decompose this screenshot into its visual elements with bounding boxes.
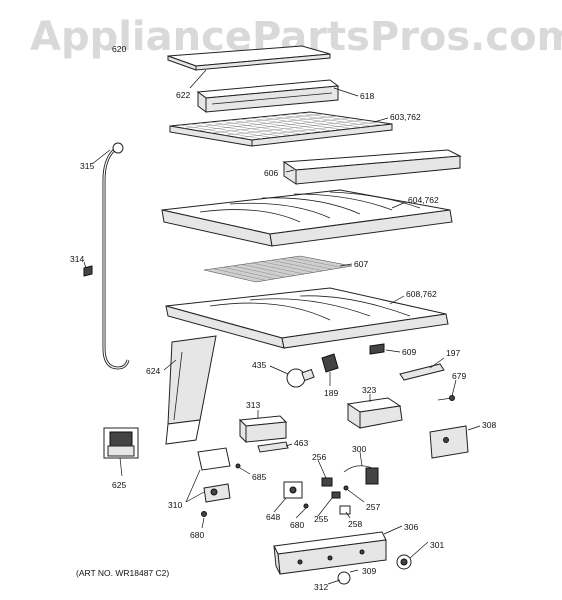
shelf-grid-line (210, 117, 352, 134)
part-463-plate (257, 441, 289, 453)
shelf-grid-line (238, 121, 379, 138)
mesh-line (261, 261, 314, 273)
part-197-strip (399, 363, 445, 381)
label-620: 620 (112, 44, 126, 54)
part-603-shelf (169, 111, 393, 147)
mesh-line (251, 262, 305, 275)
part-310-timer (197, 447, 231, 503)
art-number: (ART NO. WR18487 C2) (76, 568, 169, 578)
part-258-clip (339, 505, 351, 515)
label-606: 606 (264, 168, 278, 178)
part-189-socket (321, 353, 339, 373)
mesh-line (290, 257, 343, 268)
part-256-connector (321, 477, 333, 487)
part-301-knob (396, 554, 412, 570)
label-680-b: 680 (190, 530, 204, 540)
part-306-housing (273, 531, 387, 575)
callout-labels: 620 622 618 603,762 606 315 604,762 314 … (70, 44, 496, 592)
part-608-pan (165, 287, 449, 349)
part-648-switch (283, 481, 303, 499)
part-308-bracket (429, 425, 469, 459)
part-685-screw (235, 463, 241, 469)
label-608: 608,762 (406, 289, 437, 299)
label-435: 435 (252, 360, 266, 370)
shelf-grid-line (224, 119, 365, 136)
part-607-mesh (203, 255, 353, 283)
part-435-bulb (286, 368, 315, 388)
label-463: 463 (294, 438, 308, 448)
part-680-screw-b (201, 511, 207, 517)
label-310: 310 (168, 500, 182, 510)
label-257: 257 (366, 502, 380, 512)
label-607: 607 (354, 259, 368, 269)
label-312: 312 (314, 582, 328, 592)
part-622-frame (167, 45, 331, 71)
label-300: 300 (352, 444, 366, 454)
part-618-rail (196, 79, 340, 113)
mesh-line (271, 260, 324, 271)
part-604-pan (161, 189, 453, 247)
leader-lines (83, 69, 481, 585)
part-606-bar (282, 149, 462, 185)
part-255-clip (331, 491, 341, 499)
label-609: 609 (402, 347, 416, 357)
part-624-duct (165, 335, 217, 445)
part-680-screw-a (303, 503, 309, 509)
label-313: 313 (246, 400, 260, 410)
label-618: 618 (360, 91, 374, 101)
label-258: 258 (348, 519, 362, 529)
mesh-line (232, 265, 285, 278)
shelf-grid-line (183, 113, 324, 129)
label-197: 197 (446, 348, 460, 358)
mesh-line (223, 267, 276, 279)
shelf-grid-line (197, 115, 338, 131)
part-609-clip (369, 343, 385, 355)
label-323: 323 (362, 385, 376, 395)
label-679: 679 (452, 371, 466, 381)
mesh-line (280, 258, 333, 270)
label-624: 624 (146, 366, 160, 376)
part-679-screw (437, 395, 455, 401)
part-257-screw (343, 485, 349, 491)
label-680-a: 680 (290, 520, 304, 530)
part-315-tube (102, 142, 130, 370)
label-308: 308 (482, 420, 496, 430)
label-301: 301 (430, 540, 444, 550)
mesh-line (242, 264, 295, 276)
part-323-bracket (346, 397, 403, 429)
label-256: 256 (312, 452, 326, 462)
part-313-block (238, 415, 288, 444)
label-604: 604,762 (408, 195, 439, 205)
part-312-knob (337, 571, 351, 585)
label-314: 314 (70, 254, 84, 264)
label-255: 255 (314, 514, 328, 524)
label-306: 306 (404, 522, 418, 532)
label-648: 648 (266, 512, 280, 522)
part-300-harness (343, 465, 379, 485)
label-309: 309 (362, 566, 376, 576)
label-315: 315 (80, 161, 94, 171)
label-625: 625 (112, 480, 126, 490)
label-622: 622 (176, 90, 190, 100)
part-314-clip (83, 265, 93, 277)
label-189: 189 (324, 388, 338, 398)
mesh-line (213, 268, 266, 281)
label-603: 603,762 (390, 112, 421, 122)
part-625-box (103, 427, 139, 459)
label-685: 685 (252, 472, 266, 482)
